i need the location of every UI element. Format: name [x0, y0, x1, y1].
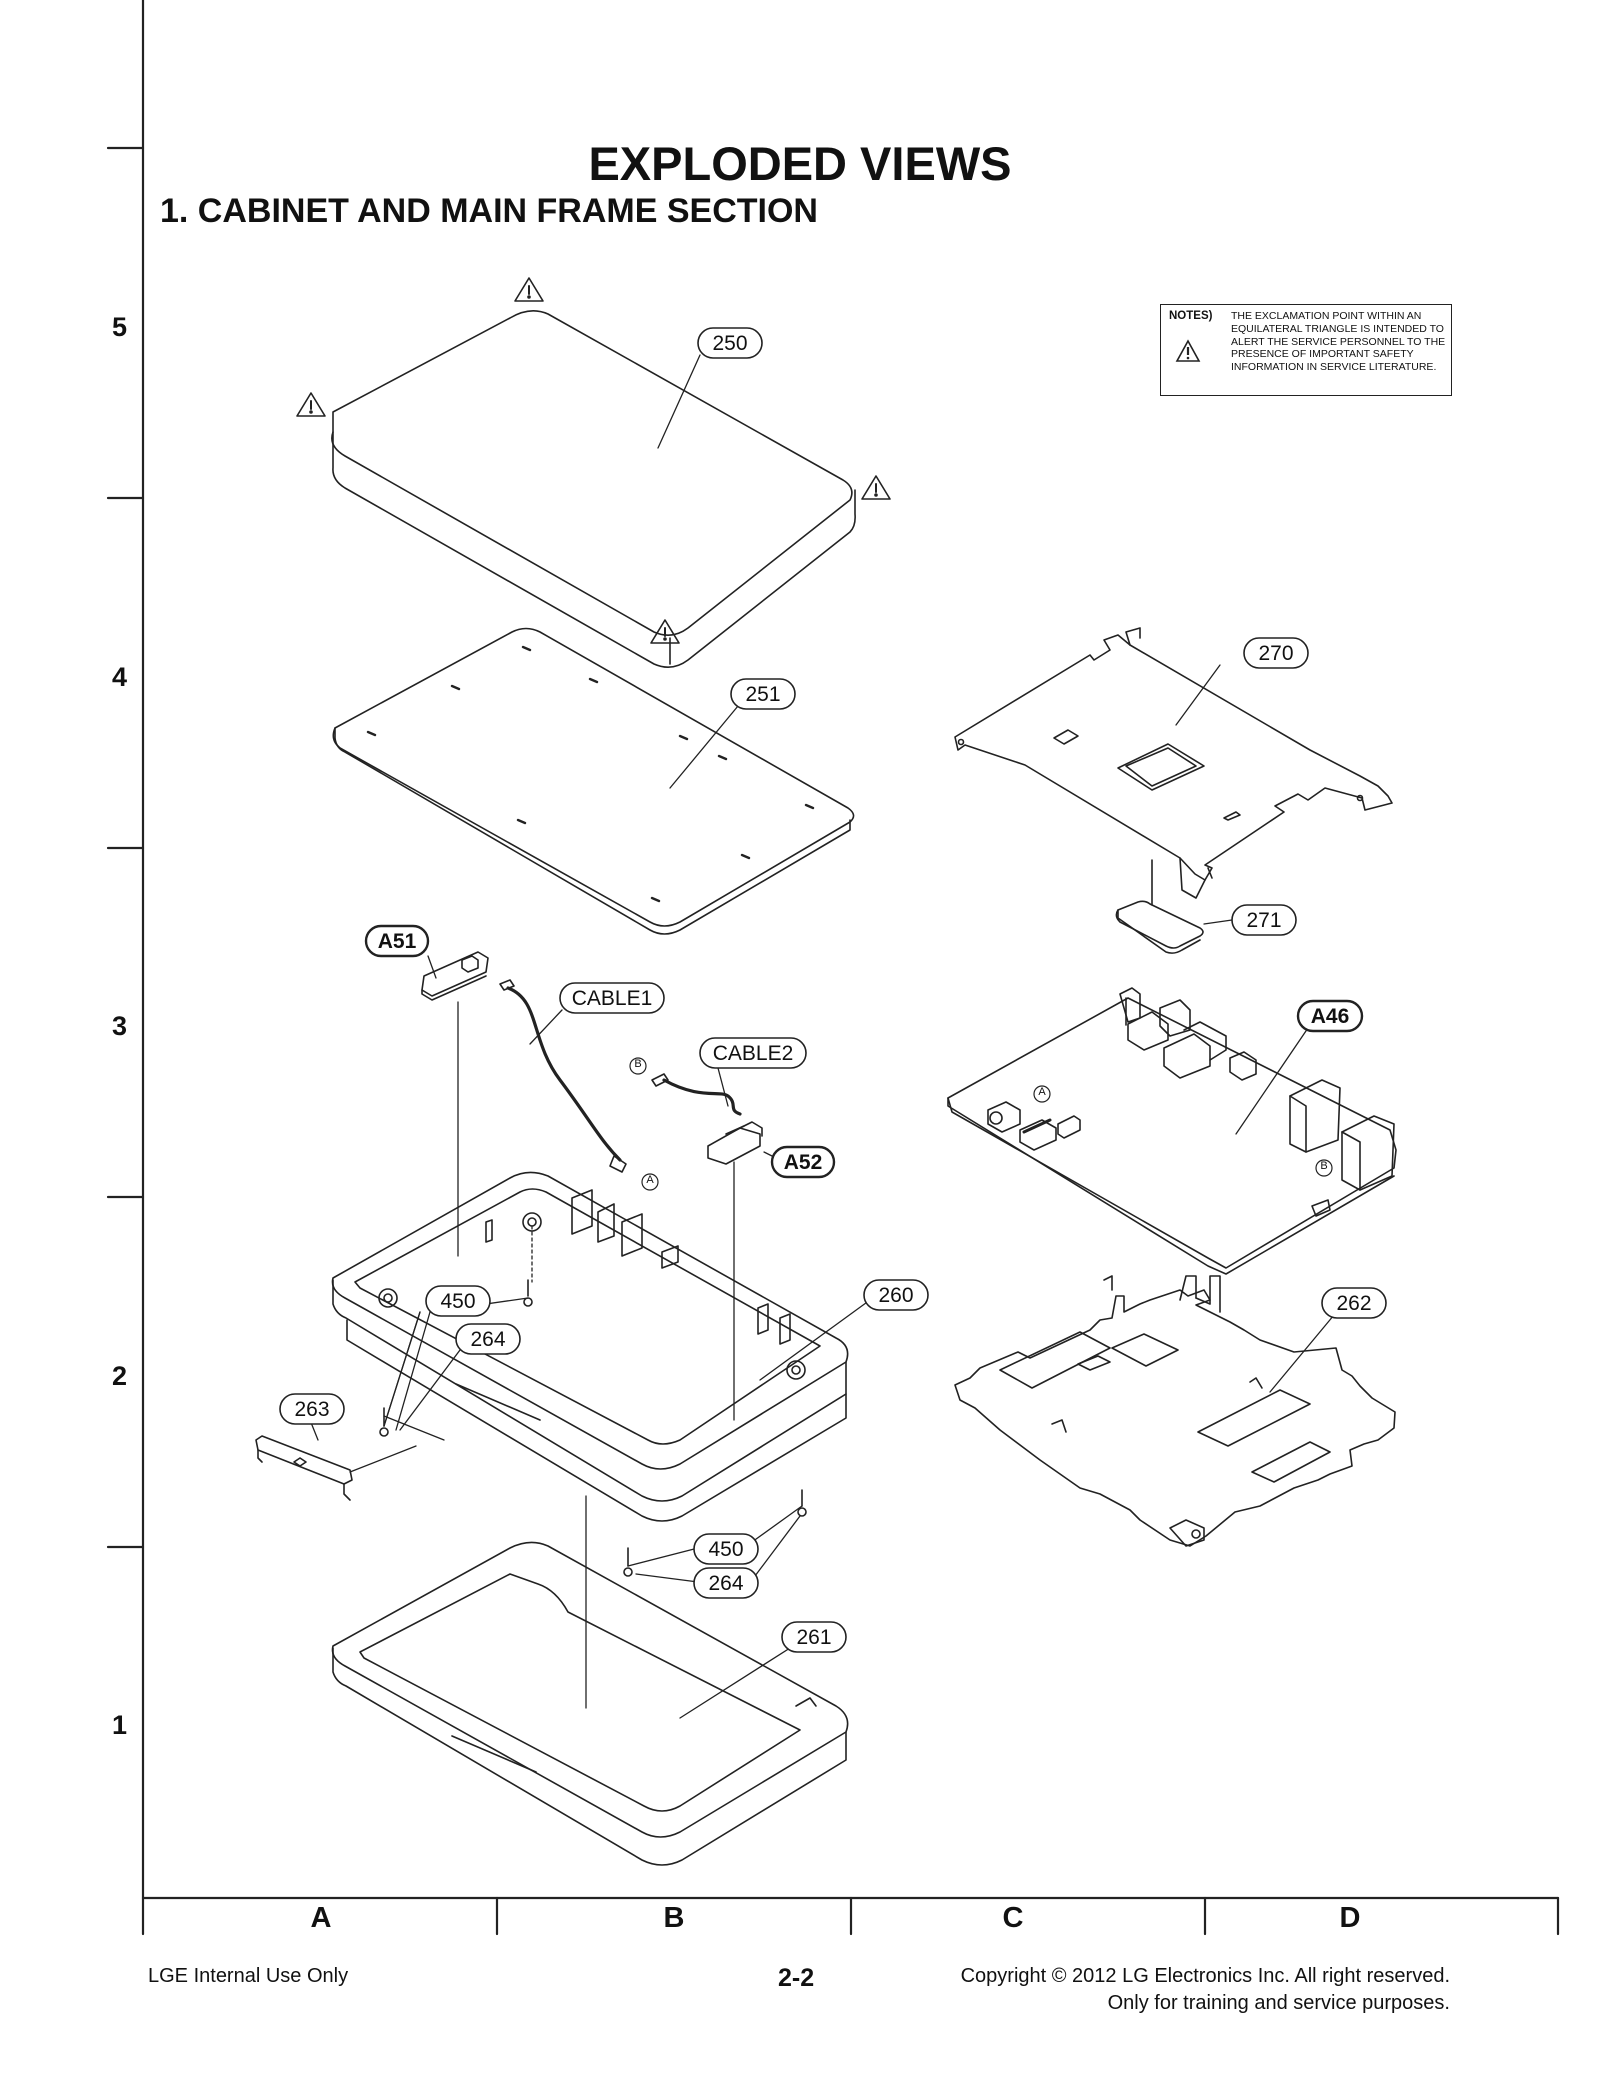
callout-cable2: CABLE2 [712, 1042, 794, 1065]
callout-450-upper: 450 [440, 1290, 476, 1313]
page-title: EXPLODED VIEWS [588, 137, 1012, 190]
warning-triangle-icon [650, 619, 680, 644]
callout-261: 261 [796, 1626, 832, 1649]
warning-triangle-icon [861, 475, 891, 500]
part-a46-main-board [947, 987, 1397, 1275]
part-262-shield [954, 1275, 1396, 1547]
column-label-b: B [663, 1902, 685, 1934]
row-label-3: 3 [112, 1011, 128, 1041]
part-251-plate [332, 627, 855, 935]
notes-box: NOTES) The exclamation point within an e… [1160, 304, 1452, 396]
callout-270: 270 [1258, 642, 1294, 665]
part-270-bracket [954, 627, 1393, 906]
connector-mark-b-board: B [1320, 1160, 1328, 1172]
callout-a46: A46 [1310, 1005, 1350, 1028]
connector-mark-a-cable1: A [646, 1174, 654, 1186]
leader-lines [309, 354, 1335, 1719]
warning-triangle-icon [1175, 339, 1201, 362]
page-number: 2-2 [778, 1964, 815, 1992]
part-271-pad [1115, 900, 1204, 954]
footer-copyright: Copyright © 2012 LG Electronics Inc. All… [960, 1965, 1450, 1987]
callout-264-lower: 264 [708, 1572, 744, 1595]
callout-251: 251 [745, 683, 781, 706]
footer-internal-use: LGE Internal Use Only [148, 1965, 349, 1987]
warning-triangle-icon [296, 392, 326, 417]
column-label-d: D [1339, 1902, 1361, 1934]
callout-260: 260 [878, 1284, 914, 1307]
column-label-a: A [310, 1902, 332, 1934]
warning-triangle-icon [514, 277, 544, 302]
connector-mark-b-cable2: B [634, 1058, 642, 1070]
row-label-2: 2 [112, 1361, 128, 1391]
callout-262: 262 [1336, 1292, 1372, 1315]
part-261-bottom-case [331, 1541, 849, 1866]
footer-purpose: Only for training and service purposes. [1107, 1992, 1450, 2014]
callout-250: 250 [712, 332, 748, 355]
connector-mark-a-board: A [1038, 1086, 1046, 1098]
section-title: 1. CABINET AND MAIN FRAME SECTION [160, 192, 818, 230]
callout-ovals [279, 327, 1387, 1653]
row-label-5: 5 [112, 312, 128, 342]
screw-icon [797, 1489, 807, 1517]
row-label-1: 1 [112, 1710, 128, 1740]
column-label-c: C [1002, 1902, 1024, 1934]
part-a52-board [707, 1121, 763, 1165]
part-cable2 [651, 1073, 742, 1116]
callout-264-upper: 264 [470, 1328, 506, 1351]
part-260-main-frame [331, 1171, 849, 1522]
callout-263: 263 [294, 1398, 330, 1421]
screw-icon [623, 1547, 633, 1577]
assembly-guide-lines [349, 1001, 735, 1709]
part-cable1 [499, 979, 627, 1173]
part-263-clip [255, 1435, 353, 1501]
part-250-top-cover [331, 310, 856, 668]
callout-271: 271 [1246, 909, 1282, 932]
callout-a51: A51 [377, 930, 417, 953]
screw-icon [379, 1407, 389, 1437]
connector-marker-circles [629, 1057, 1333, 1191]
screw-icon [523, 1279, 533, 1307]
part-a51-board [421, 951, 489, 1001]
callout-cable1: CABLE1 [571, 987, 653, 1010]
callout-a52: A52 [783, 1151, 823, 1174]
notes-label: NOTES) [1169, 310, 1213, 322]
grid-frame [106, 0, 1560, 1936]
row-label-4: 4 [112, 662, 128, 692]
notes-text: The exclamation point within an equilate… [1231, 310, 1446, 374]
callout-450-lower: 450 [708, 1538, 744, 1561]
